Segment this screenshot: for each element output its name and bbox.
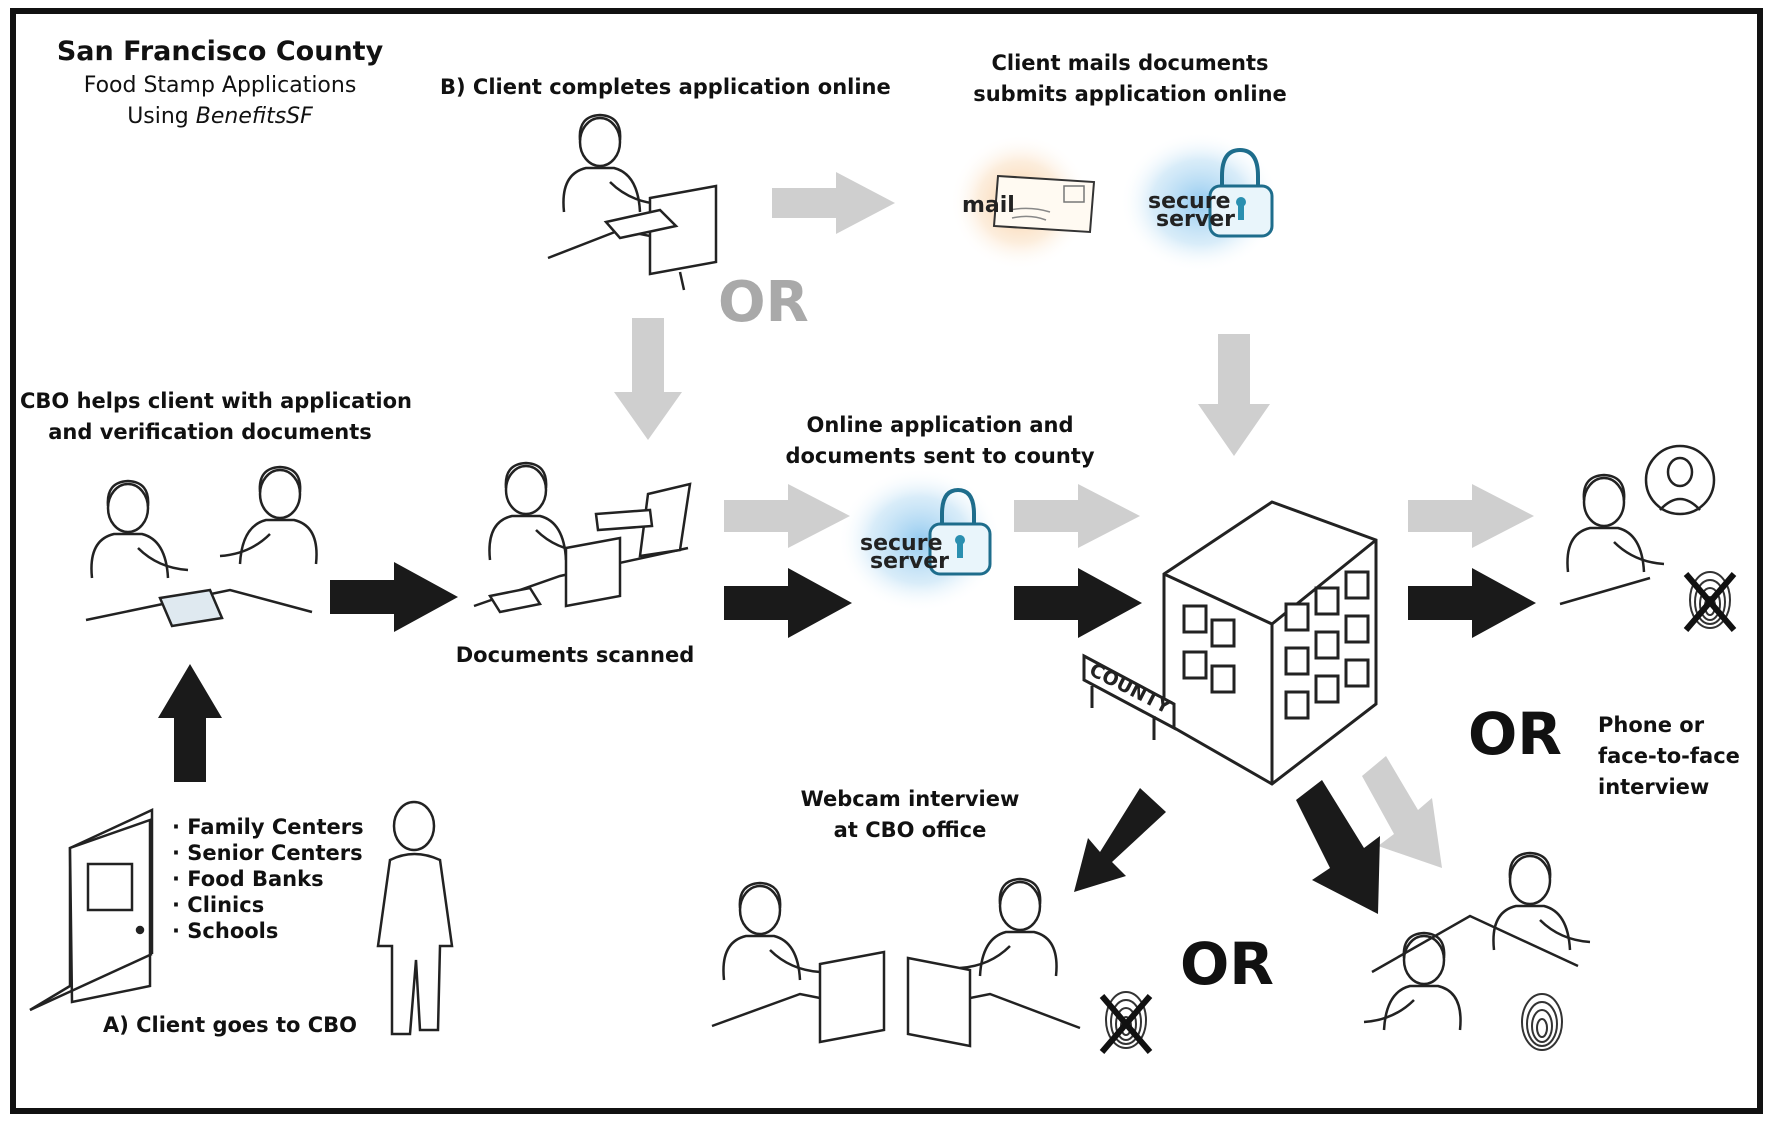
- mail-envelope-icon: [992, 174, 1096, 234]
- door-icon: [29, 808, 154, 1012]
- cbo-type-item: Family Centers: [172, 814, 363, 840]
- step-b-client-online: B) Client completes application online: [440, 75, 891, 99]
- or-label-right: OR: [1468, 700, 1562, 768]
- cbo-helps-client-icon: [85, 465, 318, 628]
- alt-arrow-secure-county: [1014, 484, 1140, 548]
- alt-arrow-county-phone: [1408, 484, 1534, 548]
- or-label-bottom: OR: [1180, 930, 1274, 998]
- arrow-county-to-phone: [1408, 568, 1536, 638]
- fingerprint-icon: [1521, 993, 1563, 1051]
- title-sub-1: Food Stamp Applications: [83, 73, 357, 98]
- fingerprint-rejected-icon: [1099, 991, 1153, 1054]
- step-online-sent-2: documents sent to county: [785, 444, 1095, 468]
- secure-server-lock-icon: [1208, 147, 1274, 238]
- arrow-cbo-to-scan: [330, 562, 458, 632]
- mail-label: mail: [962, 193, 1015, 218]
- cbo-type-item: Schools: [172, 918, 364, 944]
- standing-client-icon: [376, 800, 454, 1036]
- client-at-computer-icon: [547, 113, 718, 291]
- title-main: San Francisco County: [56, 36, 384, 67]
- title-sub-2-italic: BenefitsSF: [195, 104, 313, 129]
- secure-label-mid-2: server: [870, 549, 949, 574]
- arrow-county-to-webcam: [1074, 788, 1166, 892]
- fingerprint-rejected-icon: [1683, 571, 1737, 632]
- documents-scanned-icon: [473, 461, 692, 614]
- face-to-face-interview-icon: [1362, 851, 1592, 1032]
- step-phone-3: interview: [1598, 775, 1710, 799]
- alt-arrow-scanned-secure: [724, 484, 850, 548]
- secure-server-lock-icon: [928, 487, 992, 576]
- step-phone-2: face-to-face: [1598, 744, 1740, 768]
- step-client-mails-1: Client mails documents: [991, 51, 1269, 75]
- step-cbo-helps-2: and verification documents: [48, 420, 372, 444]
- alt-arrow-mail-down: [1198, 334, 1270, 456]
- step-cbo-helps-1: CBO helps client with application: [20, 389, 412, 413]
- title-sub-2-prefix: Using: [127, 104, 196, 129]
- step-online-sent-1: Online application and: [806, 413, 1074, 437]
- or-label-top: OR: [718, 270, 809, 335]
- cbo-type-item: Food Banks: [172, 866, 364, 892]
- alt-arrow-online-down: [614, 318, 682, 440]
- phone-interview-icon: [1559, 444, 1716, 606]
- cbo-type-item: Senior Centers: [172, 840, 364, 866]
- step-a-client-goes-cbo: A) Client goes to CBO: [102, 1013, 358, 1037]
- alt-arrow-county-face: [1362, 756, 1442, 868]
- cbo-type-item: Clinics: [172, 892, 364, 918]
- step-documents-scanned: Documents scanned: [455, 643, 695, 667]
- step-phone-1: Phone or: [1598, 713, 1705, 737]
- step-webcam-1: Webcam interview: [800, 787, 1020, 811]
- title-sub-2: Using BenefitsSF: [40, 101, 400, 132]
- cbo-types-list: Family Centers Senior Centers Food Banks…: [172, 814, 364, 944]
- secure-glow-middle: [838, 468, 1002, 612]
- arrow-county-to-face: [1296, 780, 1380, 914]
- secure-label-top-2: server: [1156, 207, 1235, 232]
- secure-label-mid-1: secure: [860, 531, 943, 556]
- diagram-title: San Francisco County Food Stamp Applicat…: [40, 34, 400, 132]
- arrow-up-to-cbo: [158, 664, 222, 782]
- secure-label-top-1: secure: [1148, 189, 1231, 214]
- county-building-icon: [1082, 500, 1378, 786]
- alt-arrow-online-to-mail: [772, 172, 895, 234]
- arrow-secure-to-county: [1014, 568, 1142, 638]
- arrow-scan-to-secure: [724, 568, 852, 638]
- step-webcam-2: at CBO office: [833, 818, 987, 842]
- step-client-mails-2: submits application online: [973, 82, 1287, 106]
- webcam-interview-icon: [711, 877, 1081, 1048]
